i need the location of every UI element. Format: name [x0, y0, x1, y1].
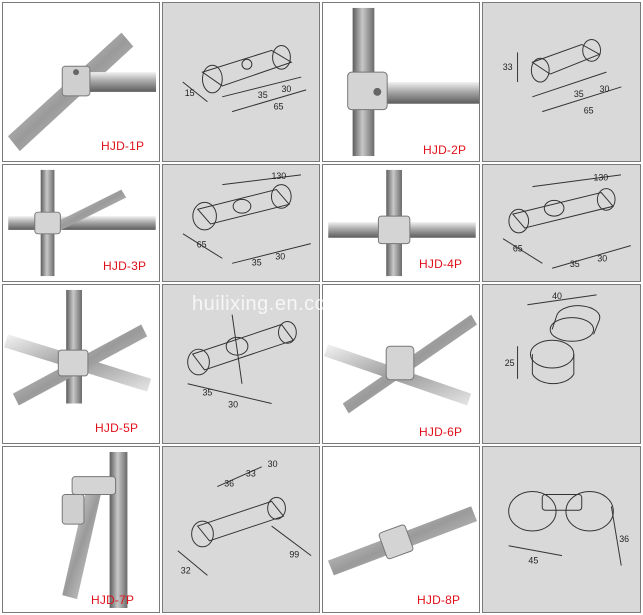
- dimension-label: 65: [274, 102, 284, 112]
- product-code: HJD-6P: [419, 425, 463, 439]
- dimension-label: 36: [224, 479, 234, 489]
- dimension-label: 35: [258, 90, 268, 100]
- joint-technical-drawing: 33 35 30 65: [503, 39, 622, 116]
- dimension-label: 35: [202, 388, 212, 398]
- dimension-label: 33: [246, 469, 256, 479]
- pipe-joint-photo: [7, 32, 157, 152]
- pipe-joint-photo: [327, 506, 478, 576]
- dimension-label: 30: [600, 84, 610, 94]
- dimension-label: 15: [185, 88, 195, 98]
- photo-hjd-8p: HJD-8P: [322, 446, 480, 613]
- drawing-hjd-6p: 40 25: [482, 284, 641, 444]
- photo-hjd-2p: HJD-2P: [322, 2, 480, 162]
- drawing-hjd-5p: 35 30: [162, 284, 320, 444]
- dimension-label: 65: [513, 244, 523, 254]
- pipe-joint-photo: [3, 289, 152, 406]
- photo-hjd-3p: HJD-3P: [2, 164, 160, 282]
- dimension-label: 30: [597, 253, 607, 263]
- joint-technical-drawing: 130 65 35 30: [502, 173, 631, 269]
- photo-hjd-4p: HJD-4P: [322, 164, 480, 282]
- dimension-label: 32: [181, 565, 191, 575]
- dimension-label: 30: [268, 459, 278, 469]
- dimension-label: 45: [528, 556, 538, 566]
- dimension-label: 36: [619, 534, 629, 544]
- dimension-label: 30: [228, 399, 238, 409]
- product-code: HJD-8P: [417, 593, 461, 607]
- dimension-label: 30: [275, 251, 285, 261]
- photo-hjd-5p: HJD-5P: [2, 284, 160, 444]
- joint-technical-drawing: 36 33 30 32 99: [177, 459, 312, 576]
- product-code: HJD-5P: [95, 421, 139, 435]
- dimension-label: 40: [552, 291, 562, 301]
- drawing-hjd-2p: 33 35 30 65: [482, 2, 641, 162]
- joint-technical-drawing: 15 35 30 65: [182, 44, 307, 113]
- product-code: HJD-3P: [103, 259, 147, 273]
- photo-hjd-1p: HJD-1P: [2, 2, 160, 162]
- dimension-label: 25: [505, 358, 515, 368]
- drawing-hjd-4p: 130 65 35 30: [482, 164, 641, 282]
- joint-technical-drawing: 35 30: [187, 314, 297, 409]
- pipe-joint-photo: [8, 169, 156, 277]
- dimension-label: 35: [252, 257, 262, 267]
- pipe-joint-photo: [347, 7, 479, 157]
- product-code: HJD-1P: [101, 139, 145, 153]
- dimension-label: 30: [281, 84, 291, 94]
- product-code: HJD-4P: [419, 257, 463, 271]
- pipe-joint-photo: [323, 314, 478, 414]
- drawing-hjd-3p: 130 65 35 30: [162, 164, 320, 282]
- dimension-label: 33: [503, 62, 513, 72]
- dimension-label: 65: [584, 106, 594, 116]
- dimension-label: 130: [271, 171, 286, 181]
- photo-hjd-7p: HJD-7P: [2, 446, 160, 613]
- pipe-joint-photo: [328, 169, 476, 277]
- pipe-joint-photo: [61, 451, 128, 608]
- joint-technical-drawing: 45 36: [508, 490, 629, 566]
- joint-technical-drawing: 40 25: [505, 291, 601, 385]
- dimension-label: 35: [570, 259, 580, 269]
- dimension-label: 130: [593, 173, 608, 183]
- drawing-hjd-1p: 15 35 30 65: [162, 2, 320, 162]
- product-code: HJD-7P: [91, 593, 135, 607]
- drawing-hjd-7p: 36 33 30 32 99: [162, 446, 320, 613]
- drawing-hjd-8p: 45 36: [482, 446, 641, 613]
- joint-technical-drawing: 130 65 35 30: [182, 171, 311, 267]
- photo-hjd-6p: HJD-6P: [322, 284, 480, 444]
- dimension-label: 35: [574, 89, 584, 99]
- product-code: HJD-2P: [423, 143, 467, 157]
- dimension-label: 99: [289, 550, 299, 560]
- dimension-label: 65: [197, 240, 207, 250]
